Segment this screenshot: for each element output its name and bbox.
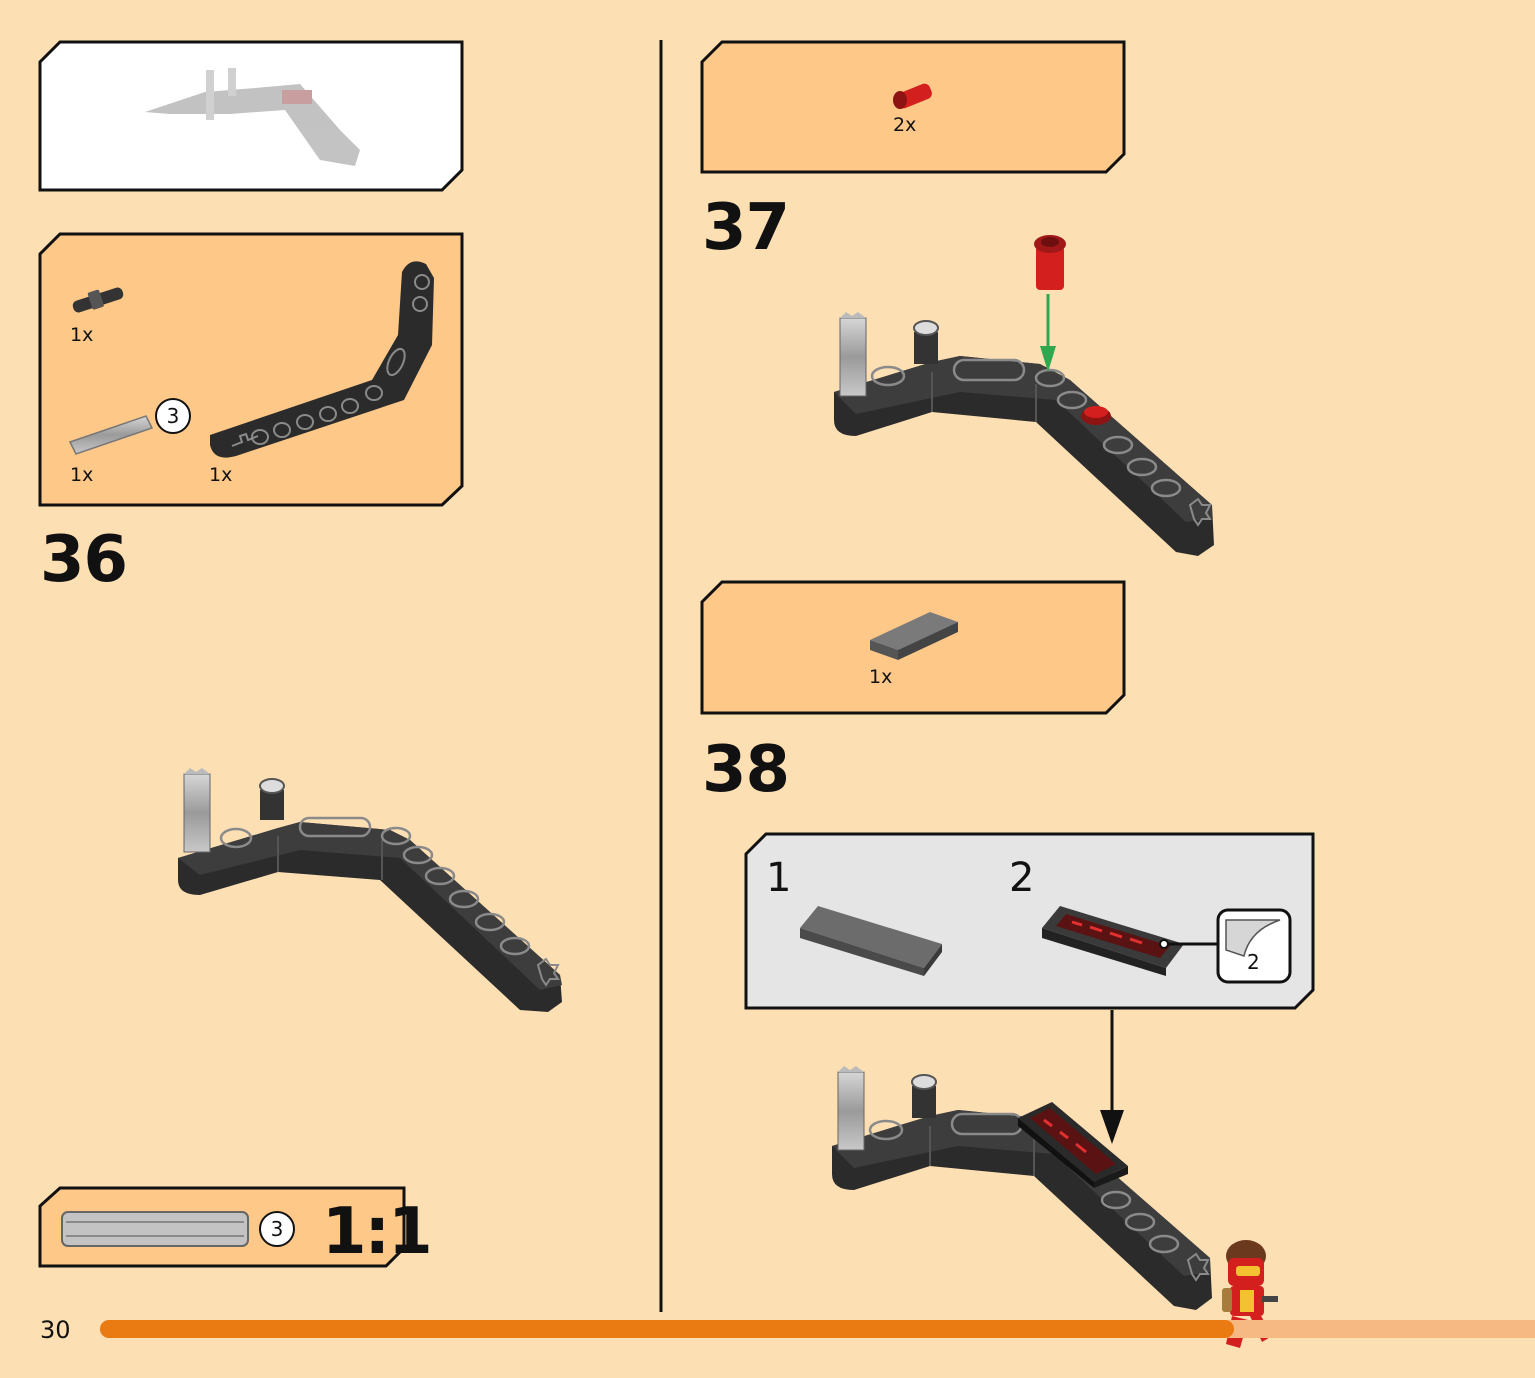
step37-parts-callout (700, 40, 1126, 174)
substep-1-label: 1 (766, 855, 792, 901)
step36-number: 36 (40, 523, 128, 597)
red-technic-pin-icon (893, 83, 932, 109)
technic-axle-3-icon (68, 415, 154, 455)
step38-model (832, 1066, 1212, 1310)
dark-grey-tile-1x4-icon (870, 612, 958, 660)
scale-axle-length-badge: 3 (259, 1211, 295, 1247)
sticker-icon (1216, 908, 1292, 984)
axle-length-badge: 3 (155, 398, 191, 434)
page-number: 30 (40, 1316, 71, 1344)
step38-parts-callout (700, 580, 1126, 715)
decorated-tile-icon (1042, 906, 1184, 976)
step36-parts-callout (38, 232, 464, 507)
step37-part1-qty: 2x (893, 114, 917, 136)
sticker-number: 2 (1247, 950, 1260, 974)
progress-bar (100, 1320, 1535, 1338)
step38-subassembly (744, 832, 1315, 1144)
step37-model (834, 235, 1214, 556)
reference-panel (38, 40, 464, 192)
scale-box (38, 1186, 406, 1268)
step36-part3-qty: 1x (209, 464, 233, 486)
step36-model (178, 768, 562, 1012)
step36-part2-qty: 1x (70, 464, 94, 486)
step38-part1-qty: 1x (869, 666, 893, 688)
axle-3-scale-icon (61, 1211, 249, 1247)
step37-number: 37 (702, 191, 790, 265)
scale-label: 1:1 (322, 1195, 433, 1269)
progress-bar-fill (100, 1320, 1234, 1338)
technic-pin-connector-icon (72, 287, 124, 313)
assembled-model-preview (145, 68, 360, 166)
plain-tile-icon (800, 906, 942, 976)
substep-2-label: 2 (1009, 855, 1035, 901)
step36-part1-qty: 1x (70, 324, 94, 346)
technic-angled-beam-icon (210, 261, 434, 458)
step38-number: 38 (702, 733, 790, 807)
